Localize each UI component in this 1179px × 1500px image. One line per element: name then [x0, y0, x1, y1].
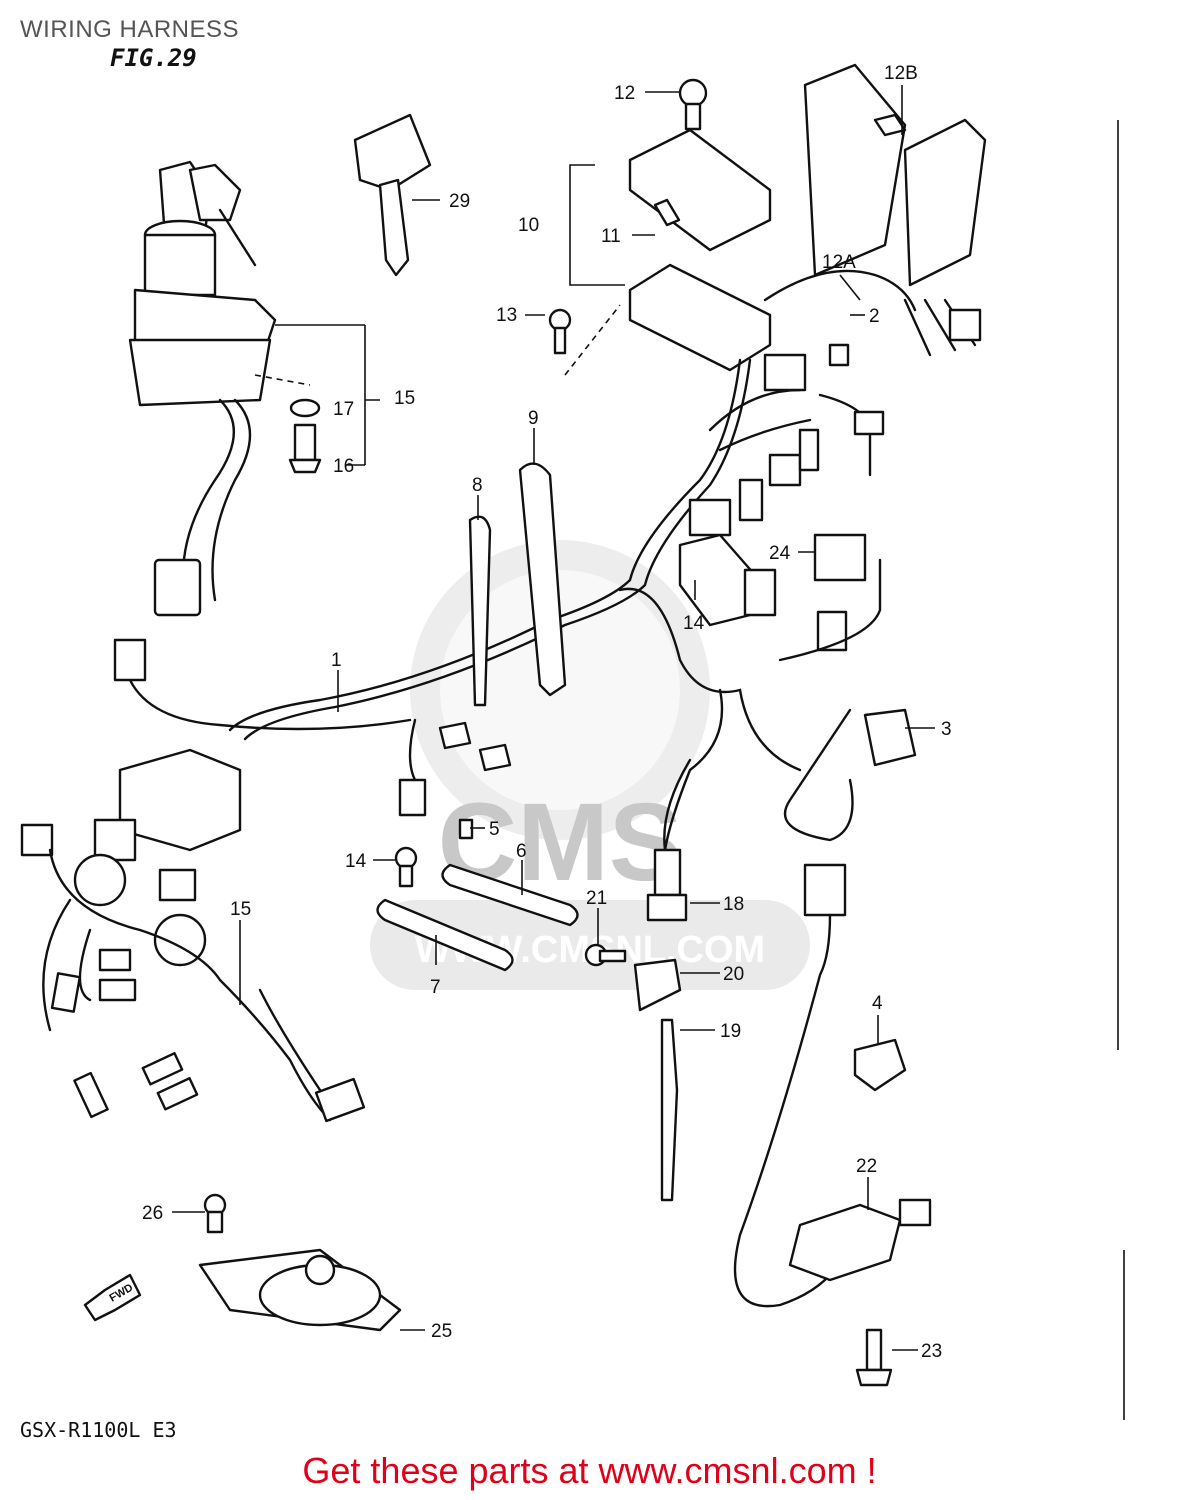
- callout-12: 12: [614, 83, 635, 104]
- callout-24: 22: [856, 1156, 877, 1177]
- callout-20: 18: [723, 894, 744, 915]
- callout-9: 9: [528, 408, 539, 429]
- wiring-harness-diagram: CMS WWW.CMSNL.COM: [20, 63, 1125, 1420]
- sub-harness: [20, 748, 366, 1123]
- screw-and-washer: [288, 398, 322, 474]
- callout-6: 6: [516, 841, 527, 862]
- sensor-24: [733, 863, 932, 1308]
- callout-29: 29: [449, 191, 470, 212]
- callout-12A: 12A: [822, 252, 856, 273]
- callout-8: 8: [472, 475, 483, 496]
- callout-28: 26: [142, 1203, 163, 1224]
- footer-link[interactable]: Get these parts at www.cmsnl.com !: [302, 1450, 877, 1491]
- relays: [678, 533, 882, 662]
- terminal-cap: [783, 708, 917, 842]
- callout-11: 11: [601, 226, 621, 247]
- callout-16: 14: [683, 613, 705, 634]
- wire-clamp: [853, 1038, 907, 1092]
- callout-10: 10: [518, 215, 539, 236]
- callout-3: 3: [941, 719, 952, 740]
- callout-13: 13: [496, 305, 517, 326]
- callout-7: 7: [430, 977, 441, 998]
- figure-number: FIG.29: [110, 44, 197, 72]
- callout-1: 1: [331, 650, 342, 671]
- callout-18: 16: [333, 456, 354, 477]
- main-wiring-harness: [113, 343, 885, 852]
- brackets: [376, 818, 579, 972]
- model-code: GSX-R1100L E3: [20, 1418, 177, 1442]
- ignition-key: [353, 113, 432, 277]
- switch-assembly: [584, 758, 692, 1202]
- callout-14: 14: [345, 851, 367, 872]
- callout-12B: 12B: [884, 63, 918, 84]
- callout-15: 15: [230, 899, 251, 920]
- callout-19: 17: [333, 399, 354, 420]
- callout-27: 25: [431, 1321, 452, 1342]
- ignition-switch: [128, 160, 277, 617]
- leader-lines: [172, 85, 935, 1351]
- forward-arrow-icon: FWD: [83, 1273, 142, 1322]
- callout-22: 20: [723, 964, 744, 985]
- callout-21: 19: [720, 1021, 741, 1042]
- callout-23: 21: [586, 888, 607, 909]
- horn: [198, 1193, 402, 1332]
- bolt-25: [855, 1328, 893, 1387]
- callout-2: 2: [869, 306, 880, 327]
- callout-5: 5: [489, 819, 500, 840]
- callout-25: 23: [921, 1341, 942, 1362]
- ignitor-unit: [763, 63, 987, 357]
- callout-26: 24: [769, 543, 791, 564]
- callout-17: 15: [394, 388, 415, 409]
- diagram-title: WIRING HARNESS: [20, 16, 240, 43]
- fuse-box: [548, 78, 772, 376]
- callout-4: 4: [872, 993, 883, 1014]
- callout-labels: 12 29 10 11 13 12B 12A 2 15 17 16 9 8 24…: [142, 63, 952, 1362]
- cable-ties: [468, 462, 567, 707]
